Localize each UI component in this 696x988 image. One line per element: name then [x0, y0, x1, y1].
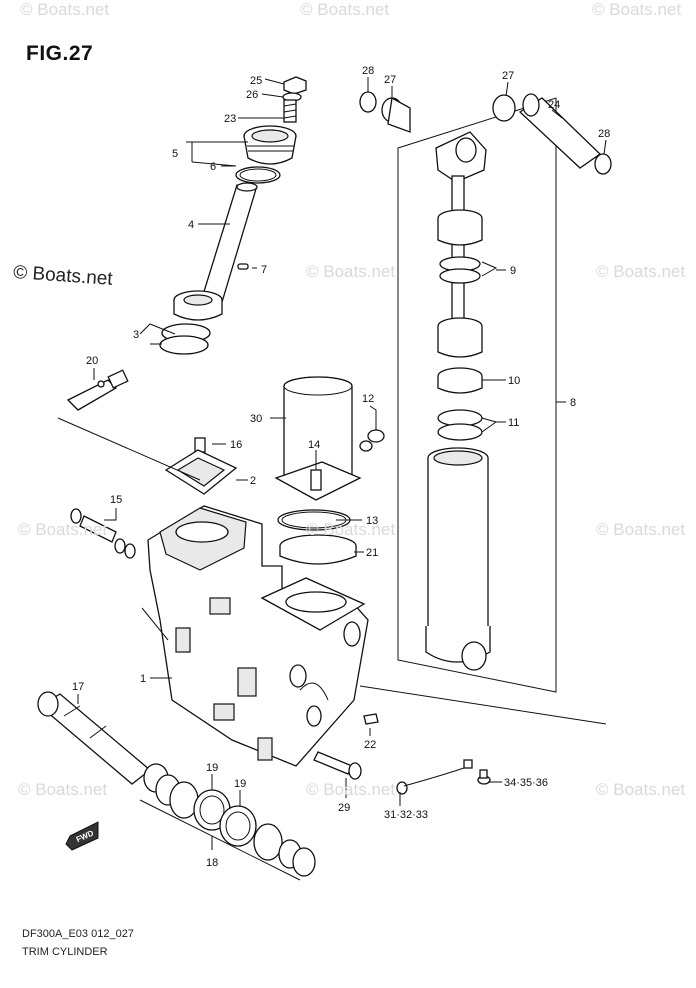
- part-25-nut: [283, 76, 307, 95]
- callout-19b: 19: [234, 778, 246, 790]
- callout-28a: 28: [362, 65, 374, 77]
- leader-lines: [57, 77, 607, 881]
- callout-29: 29: [338, 802, 350, 814]
- part-28-ring: [359, 91, 612, 175]
- watermark: © Boats.net: [306, 520, 396, 539]
- part-18-seal-set: [143, 763, 316, 877]
- part-1-housing: [147, 505, 369, 767]
- callout-4: 4: [188, 219, 194, 231]
- watermark: © Boats.net: [18, 780, 108, 799]
- part-19-seal: [193, 789, 257, 847]
- callout-17: 17: [72, 681, 84, 693]
- part-34-35-36-fastener: [477, 769, 491, 785]
- callout-8: 8: [570, 397, 576, 409]
- callout-27b: 27: [502, 70, 514, 82]
- callout-12: 12: [362, 393, 374, 405]
- part-10-seal: [437, 367, 483, 394]
- callout-21: 21: [366, 547, 378, 559]
- watermark: © Boats.net: [300, 0, 390, 19]
- part-6-o-ring: [235, 166, 281, 184]
- callout-30: 30: [250, 413, 262, 425]
- callout-34-35-36: 34·35·36: [504, 777, 548, 789]
- figure-name: TRIM CYLINDER: [22, 946, 108, 958]
- part-23-bolt: [283, 99, 297, 123]
- callout-26: 26: [246, 89, 258, 101]
- callout-3: 3: [133, 329, 139, 341]
- callout-25: 25: [250, 75, 262, 87]
- part-2-plate: [164, 449, 238, 495]
- callout-18: 18: [206, 857, 218, 869]
- callout-1: 1: [140, 673, 146, 685]
- part-11-o-ring: [437, 409, 483, 441]
- part-24-pin: [518, 93, 602, 169]
- watermark: © Boats.net: [596, 520, 686, 539]
- callout-13: 13: [366, 515, 378, 527]
- callout-6: 6: [210, 161, 216, 173]
- part-4-tube: [201, 182, 258, 303]
- watermark: © Boats.net: [306, 262, 396, 281]
- part-27-bushing: [381, 94, 516, 133]
- watermark: © Boats.net: [18, 520, 108, 539]
- part-9-piston: [437, 209, 483, 284]
- part-17-shaft: [37, 691, 152, 785]
- part-16-screw: [194, 437, 206, 453]
- callout-11: 11: [508, 417, 519, 429]
- watermark: © Boats.net: [592, 0, 682, 19]
- part-3-collar: [159, 290, 223, 355]
- callout-19a: 19: [206, 762, 218, 774]
- callout-24: 24: [548, 99, 560, 111]
- callout-22: 22: [364, 739, 376, 751]
- piston-head: [437, 317, 483, 358]
- callout-15: 15: [110, 494, 122, 506]
- callout-5: 5: [172, 148, 178, 160]
- watermark: © Boats.net: [20, 0, 110, 19]
- callout-9: 9: [510, 265, 516, 277]
- watermark: © Boats.net: [596, 262, 686, 281]
- callout-31-32-33: 31·32·33: [384, 809, 428, 821]
- part-20-valve: [66, 369, 129, 411]
- callout-14: 14: [308, 439, 320, 451]
- part-29-bolt: [313, 751, 362, 780]
- watermark: © Boats.net: [306, 780, 396, 799]
- figure-title: FIG.27: [26, 42, 94, 65]
- part-21-filter: [279, 534, 357, 565]
- callout-20: 20: [86, 355, 98, 367]
- callout-23: 23: [224, 113, 236, 125]
- fwd-arrow: [65, 821, 99, 851]
- part-5-cap: [243, 125, 297, 165]
- callout-7: 7: [261, 264, 267, 276]
- part-14-screw: [310, 469, 322, 491]
- part-12-plug: [359, 429, 385, 452]
- callout-27a: 27: [384, 74, 396, 86]
- watermark: © Boats.net: [596, 780, 686, 799]
- part-15-valve: [70, 508, 136, 559]
- callout-16: 16: [230, 439, 242, 451]
- callout-2: 2: [250, 475, 256, 487]
- cylinder-tube: [425, 447, 491, 671]
- figure-code: DF300A_E03 012_027: [22, 928, 134, 940]
- part-7-pin: [237, 263, 249, 270]
- callout-10: 10: [508, 375, 520, 387]
- callout-28b: 28: [598, 128, 610, 140]
- part-22-bleed-screw: [363, 713, 379, 725]
- part-31-32-33-cable: [396, 759, 473, 795]
